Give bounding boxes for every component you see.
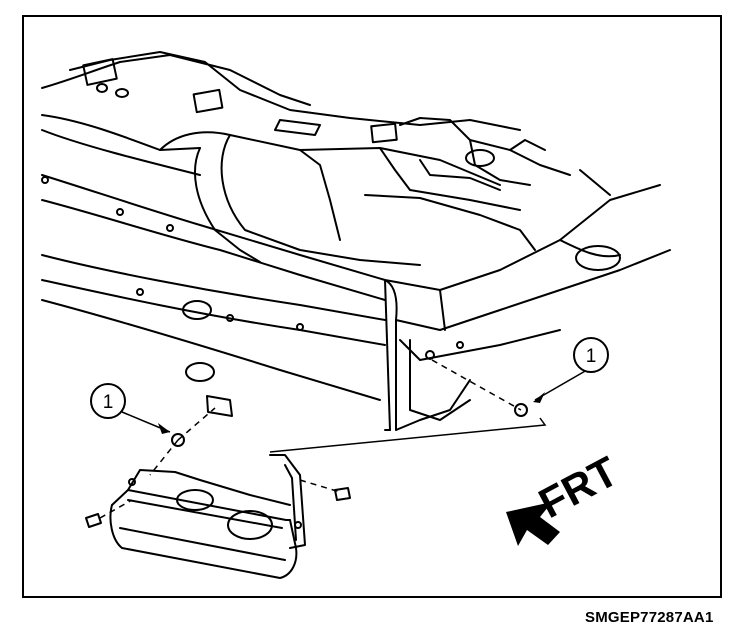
- screw-right: [334, 487, 351, 501]
- clip-nut-left: [171, 433, 185, 447]
- callout-1-right: 1: [573, 337, 609, 373]
- callout-1-left: 1: [90, 383, 126, 419]
- fog-lamp-assembly: [109, 454, 306, 579]
- leader-arrowhead-left: [158, 423, 170, 434]
- clip-nut-right: [514, 403, 528, 417]
- front-direction-indicator: FRT: [506, 447, 626, 546]
- callout-1-left-number: 1: [103, 392, 114, 413]
- screw-left: [85, 513, 102, 528]
- diagram-frame: [22, 15, 722, 598]
- frt-label: FRT: [531, 447, 625, 527]
- callout-1-right-number: 1: [586, 346, 597, 367]
- vehicle-body-structure: [41, 51, 571, 266]
- side-member: [384, 169, 671, 431]
- leader-lines: [121, 369, 588, 453]
- lamp-bracket: [206, 395, 233, 417]
- figure-code: SMGEP77287AA1: [585, 609, 714, 626]
- alignment-lines: [99, 359, 522, 519]
- bumper-reinforcement-beam: [41, 129, 398, 431]
- front-arrow-icon: [506, 502, 560, 546]
- leader-arrowhead-right: [533, 392, 545, 403]
